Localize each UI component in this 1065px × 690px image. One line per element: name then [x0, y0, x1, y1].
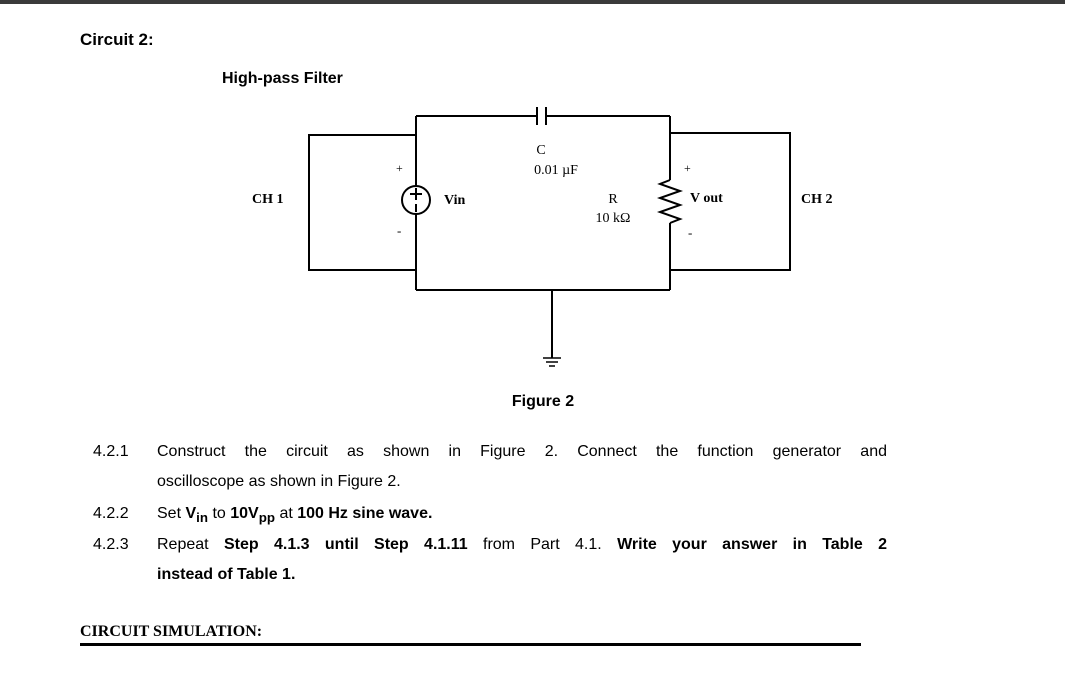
- voltage-source-symbol: [401, 185, 431, 215]
- step-text-line-1: Repeat Step 4.1.3 until Step 4.1.11 from…: [157, 530, 887, 560]
- ch2-label: CH 2: [801, 192, 833, 207]
- ground-symbol: [543, 357, 561, 367]
- ch1-wire: [308, 134, 416, 271]
- resistor-symbol: [656, 179, 684, 224]
- section-heading: Circuit 2:: [80, 30, 154, 49]
- simulation-underline: [80, 643, 861, 646]
- vout-plus: +: [684, 161, 691, 175]
- ch2-wire: [670, 132, 791, 271]
- vin-subscript: in: [196, 510, 208, 526]
- text-from: from Part 4.1.: [467, 536, 618, 553]
- text-repeat: Repeat: [157, 536, 224, 553]
- text-at: at: [275, 505, 298, 522]
- step-number: 4.2.2: [93, 505, 129, 522]
- text-set: Set: [157, 505, 186, 522]
- amplitude-subscript: pp: [258, 510, 275, 526]
- frequency: 100 Hz sine wave.: [297, 505, 433, 522]
- text-until: until: [309, 536, 375, 553]
- capacitor-name: C: [536, 143, 545, 158]
- top-border: [0, 0, 1065, 4]
- circuit-title: High-pass Filter: [222, 70, 343, 87]
- vout-label: V out: [690, 191, 723, 206]
- circuit-diagram: CH 1 CH 2 Vin + - C 0.01 µF R 10 kΩ + V …: [252, 107, 833, 367]
- capacitor-value: 0.01 µF: [534, 163, 578, 178]
- step-text-line-2: instead of Table 1.: [157, 566, 296, 583]
- figure-caption: Figure 2: [511, 393, 575, 410]
- step-number: 4.2.1: [93, 443, 129, 460]
- vin-minus: -: [397, 223, 401, 238]
- step-number: 4.2.3: [93, 536, 129, 553]
- step-ref-start: Step 4.1.3: [223, 536, 310, 553]
- vin-symbol: V: [185, 505, 197, 522]
- ch1-label: CH 1: [252, 192, 284, 207]
- vout-minus: -: [688, 225, 692, 240]
- vin-label: Vin: [444, 193, 465, 208]
- resistor-name: R: [608, 192, 618, 207]
- resistor-value: 10 kΩ: [596, 211, 631, 226]
- amplitude: 10V: [230, 505, 259, 522]
- step-text-line-2: oscilloscope as shown in Figure 2.: [157, 473, 401, 490]
- simulation-heading: CIRCUIT SIMULATION:: [80, 623, 263, 640]
- vin-plus: +: [396, 161, 403, 175]
- step-text: Set Vin to 10Vpp at 100 Hz sine wave.: [157, 499, 887, 533]
- text-to: to: [208, 505, 231, 522]
- text-write-answer: Write your answer in Table 2: [617, 536, 888, 553]
- step-text-line-1: Construct the circuit as shown in Figure…: [157, 443, 887, 460]
- step-ref-end: Step 4.1.11: [374, 536, 468, 553]
